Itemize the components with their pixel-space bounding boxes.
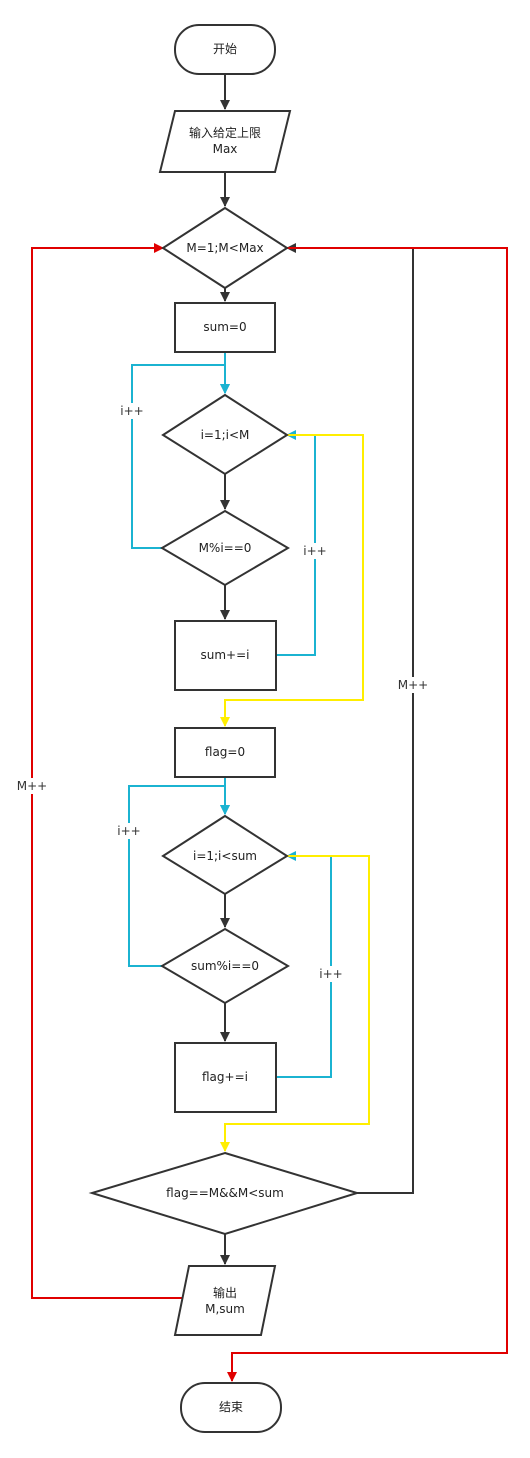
start-terminator: [174, 24, 276, 75]
edge-output-back-to-loopm: [31, 243, 187, 1299]
input-parallelogram: [158, 110, 292, 173]
edge-loopi1-exit-flaginit: [220, 434, 364, 727]
flag-add-box: [174, 1042, 277, 1113]
cond-m-mod-text: M%i==0: [199, 541, 252, 555]
loop-i1-diamond: [161, 393, 289, 476]
cond-m-mod-diamond: [160, 509, 290, 587]
end-terminator: [180, 1382, 282, 1433]
edge-label-i-inc-loop1-left: i++: [120, 404, 143, 418]
end-text: 结束: [219, 1400, 243, 1414]
sum-init-box: [174, 302, 276, 353]
sum-init-text: sum=0: [203, 320, 246, 334]
sum-add-box: [174, 620, 277, 691]
output-parallelogram: [173, 1265, 277, 1336]
flag-init-text: flag=0: [205, 745, 245, 759]
loop-i2-text: i=1;i<sum: [193, 849, 257, 863]
edge-loopm-exit-to-end: [227, 247, 508, 1382]
input-text-line1: 输入给定上限: [189, 125, 261, 140]
cond-sum-mod-diamond: [160, 927, 290, 1005]
input-text-line2: Max: [213, 142, 238, 156]
edge-final-mincr: [286, 243, 414, 1194]
loop-i1-text: i=1;i<M: [201, 428, 250, 442]
loop-m-diamond: [161, 206, 289, 290]
output-text-line1: 输出: [213, 1285, 237, 1300]
edge-condsum-back-loopi2: [128, 785, 230, 967]
edge-label-i-inc-loop1-right: i++: [303, 544, 326, 558]
edge-label-m-inc-right: M++: [398, 678, 428, 692]
edge-condm-back-loopi1: [131, 364, 230, 549]
sum-add-text: sum+=i: [201, 648, 250, 662]
edge-label-m-inc-left: M++: [17, 779, 47, 793]
loop-i2-diamond: [161, 814, 289, 896]
edge-label-i-inc-loop2-left: i++: [117, 824, 140, 838]
cond-final-diamond: [88, 1151, 361, 1236]
output-text-line2: M,sum: [205, 1302, 245, 1316]
edge-label-i-inc-loop2-right: i++: [319, 967, 342, 981]
flag-add-text: flag+=i: [202, 1070, 248, 1084]
start-text: 开始: [213, 42, 237, 56]
edge-loopi2-exit-final: [220, 855, 370, 1152]
cond-sum-mod-text: sum%i==0: [191, 959, 259, 973]
cond-final-text: flag==M&&M<sum: [166, 1186, 284, 1200]
flag-init-box: [174, 727, 276, 778]
loop-m-text: M=1;M<Max: [186, 241, 263, 255]
